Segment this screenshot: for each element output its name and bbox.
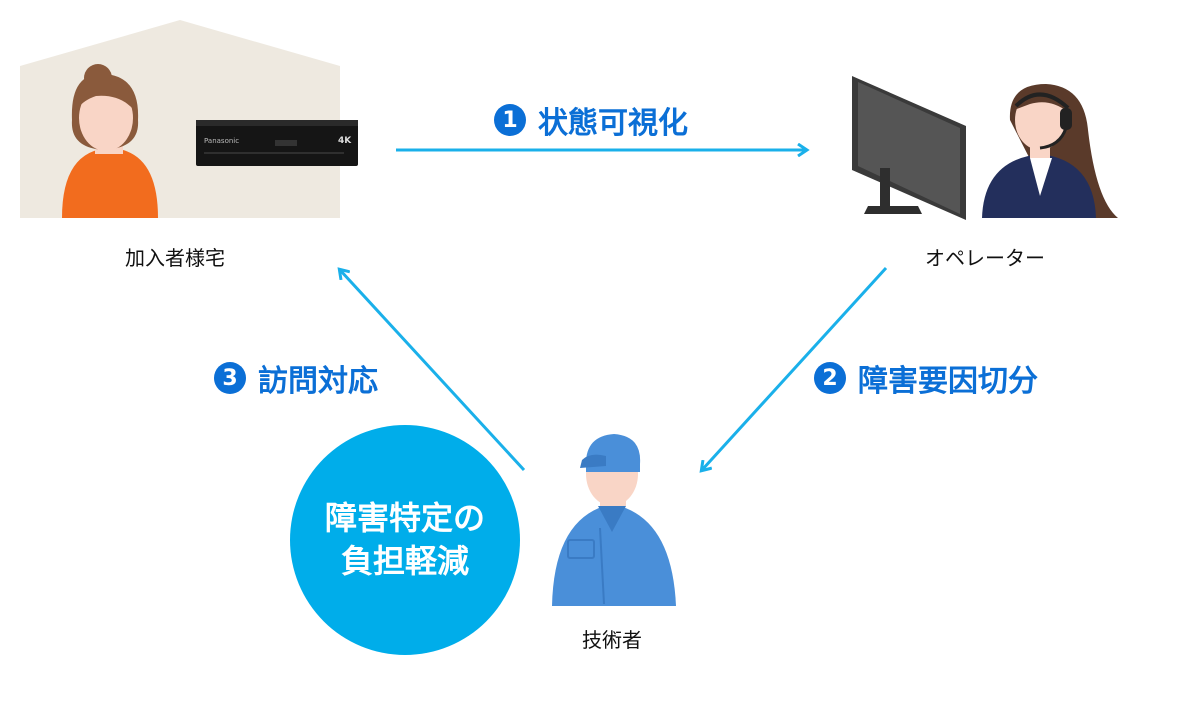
benefit-line-1: 障害特定の [324, 498, 485, 537]
technician-label: 技術者 [582, 628, 642, 652]
arrow-operator-to-technician [702, 266, 888, 470]
step-2-number-badge: 2 [814, 362, 846, 394]
customer-icon [62, 64, 158, 218]
operator-label: オペレーター [925, 246, 1045, 270]
benefit-circle: 障害特定の 負担軽減 [290, 425, 520, 655]
headset-operator-icon [982, 84, 1118, 218]
set-top-box-icon: Panasonic 4K [196, 120, 358, 166]
step-1-text: 状態可視化 [538, 106, 688, 141]
monitor-icon [852, 76, 966, 220]
step-1-label: 1 状態可視化 [494, 98, 688, 142]
step-3-label: 3 訪問対応 [214, 356, 378, 400]
step-3-number-badge: 3 [214, 362, 246, 394]
step-3-text: 訪問対応 [258, 364, 378, 399]
benefit-line-2: 負担軽減 [340, 542, 469, 580]
svg-text:4K: 4K [338, 136, 352, 146]
arrow-technician-to-home [340, 270, 526, 472]
step-2-text: 障害要因切分 [858, 364, 1038, 399]
step-1-number-badge: 1 [494, 104, 526, 136]
svg-text:Panasonic: Panasonic [204, 137, 239, 145]
technician-icon [552, 434, 676, 606]
home-label: 加入者様宅 [125, 246, 225, 270]
step-2-label: 2 障害要因切分 [814, 356, 1038, 400]
